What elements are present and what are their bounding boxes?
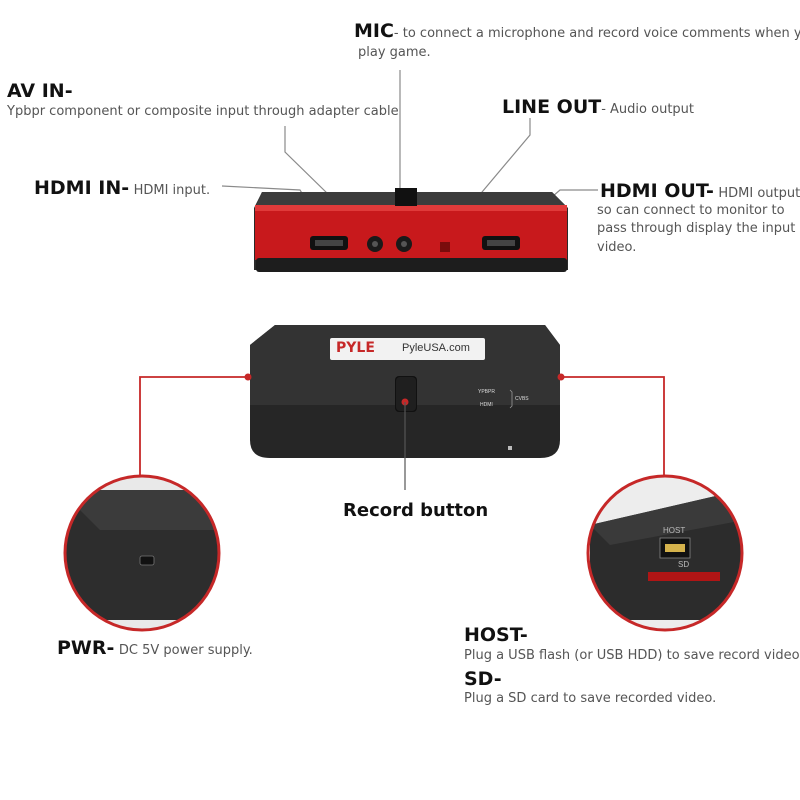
host-heading: HOST- — [464, 624, 528, 646]
switch-label-cvbs: CVBS — [515, 396, 529, 402]
host-port-label: HOST — [663, 526, 686, 535]
sd-heading: SD- — [464, 668, 502, 690]
host-description: Plug a USB flash (or USB HDD) to save re… — [464, 648, 800, 663]
sd-description: Plug a SD card to save recorded video. — [464, 691, 717, 706]
audio-jack-icon — [367, 236, 412, 252]
hdmi-in-heading: HDMI IN- — [34, 177, 130, 199]
hdmi-out-description: HDMI output, — [718, 186, 800, 201]
pwr-description: DC 5V power supply. — [118, 643, 253, 658]
brand-logo: PYLE — [336, 340, 375, 356]
host-sd-zoom-circle — [586, 474, 744, 632]
sd-slot-icon — [648, 572, 720, 581]
zoom-leaders — [139, 376, 665, 490]
hdmi-in-description: HDMI input. — [133, 183, 211, 198]
record-button-icon — [396, 377, 416, 411]
device-top-view — [244, 325, 565, 458]
mic-description-line2: play game. — [358, 45, 431, 60]
hdmi-out-description-line2: so can connect to monitor to — [597, 203, 785, 218]
power-port-icon — [139, 555, 155, 566]
record-button-label: Record button — [343, 500, 489, 521]
host-zoom-leader — [561, 376, 665, 476]
av-in-description: Ypbpr component or composite input throu… — [7, 104, 399, 119]
device-rear-view — [254, 188, 568, 272]
line-out-heading: LINE OUT — [502, 96, 602, 118]
switch-label-ypbpr: YPBPR — [478, 389, 495, 395]
switch-label-hdmi: HDMI — [480, 402, 493, 408]
hdmi-out-description-line3: pass through display the input — [597, 221, 796, 236]
sd-slot-label: SD — [678, 560, 690, 569]
mic-heading: MIC — [354, 20, 394, 42]
pwr-heading: PWR- — [57, 637, 115, 659]
line-out-callout: LINE OUT- Audio output — [502, 96, 694, 118]
pwr-zoom-circle — [63, 474, 221, 632]
hdmi-out-callout: HDMI OUT- HDMI output, — [600, 180, 800, 202]
mic-description: - to connect a microphone and record voi… — [393, 26, 800, 41]
hdmi-out-heading: HDMI OUT- — [600, 180, 714, 202]
line-out-port — [440, 242, 450, 252]
usb-port-icon — [659, 537, 691, 559]
av-in-heading: AV IN- — [7, 80, 73, 102]
hdmi-out-description-line4: video. — [597, 240, 637, 255]
hdmi-in-callout: HDMI IN- HDMI input. — [34, 177, 210, 199]
hdmi-out-port-icon — [482, 236, 520, 250]
line-out-description: - Audio output — [601, 102, 695, 117]
brand-site: PyleUSA.com — [402, 342, 470, 354]
pwr-callout: PWR- DC 5V power supply. — [57, 637, 253, 659]
hdmi-port-icon — [310, 236, 348, 250]
pwr-zoom-leader — [139, 376, 248, 476]
mic-callout: MIC- to connect a microphone and record … — [354, 20, 800, 42]
